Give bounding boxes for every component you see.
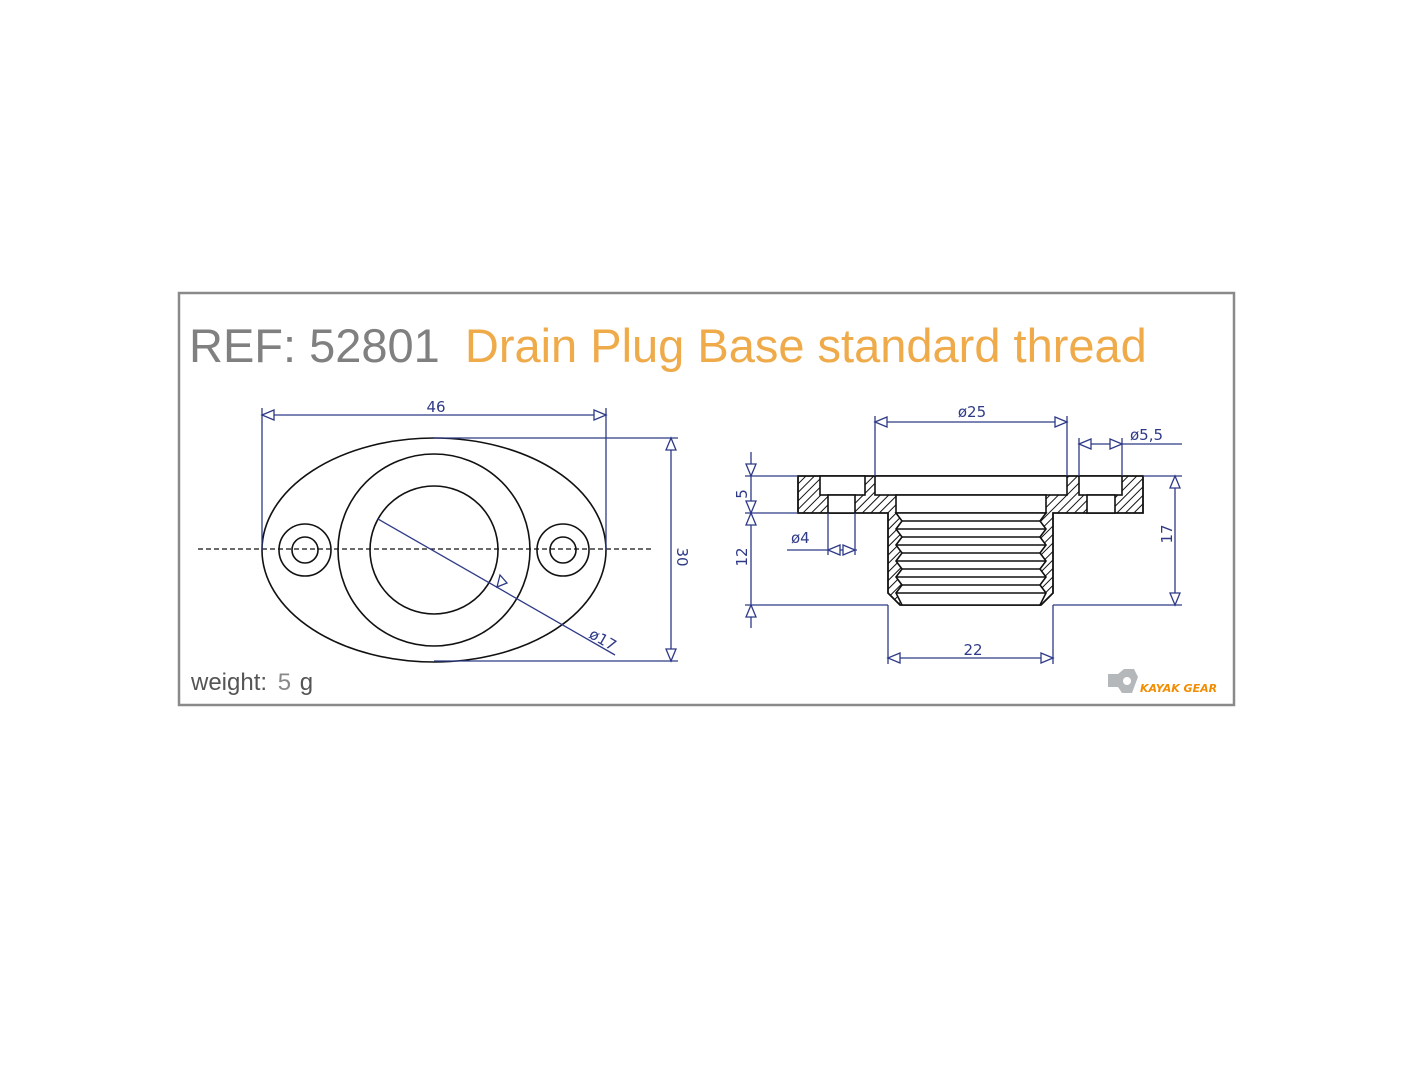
dim-flange-height: 5 — [733, 489, 751, 499]
dim-flange-diameter: ø25 — [958, 403, 986, 421]
dim-thread-length: 12 — [733, 547, 751, 566]
dim-hole-top: ø5,5 — [1130, 426, 1163, 444]
dim-height: 30 — [673, 547, 691, 566]
dim-total-height: 17 — [1158, 524, 1176, 543]
dim-hole-bottom: ø4 — [791, 529, 810, 547]
section-view: ø25 ø5,5 5 12 ø4 17 22 — [733, 403, 1182, 664]
top-view: 46 30 ø17 — [198, 398, 691, 663]
title: REF: 52801 Drain Plug Base standard thre… — [189, 319, 1147, 372]
svg-text:KAYAK GEAR: KAYAK GEAR — [1140, 682, 1217, 695]
dim-thread-diameter: 22 — [963, 641, 982, 659]
weight: weight: 5 g — [190, 669, 313, 696]
kayak-gear-logo: KAYAK GEAR — [1108, 669, 1217, 695]
product-name: Drain Plug Base standard thread — [465, 319, 1147, 372]
ref-number: REF: 52801 — [189, 319, 440, 372]
dim-width: 46 — [426, 398, 445, 416]
